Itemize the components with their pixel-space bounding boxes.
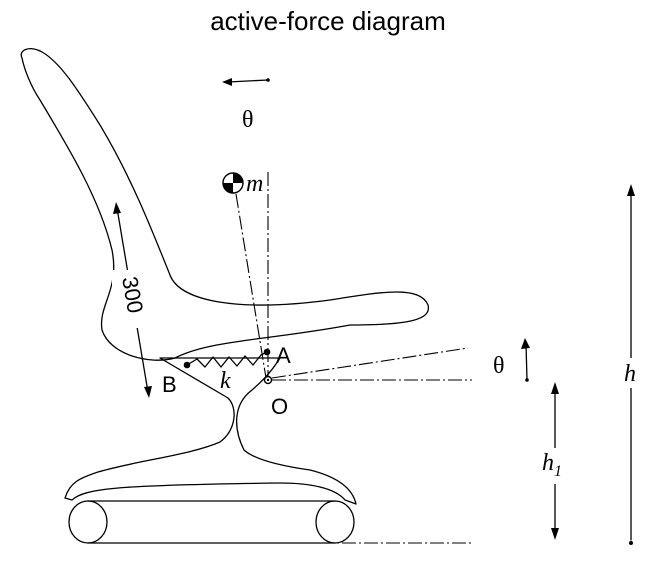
h1-arrowhead-top (551, 382, 559, 394)
chair-pedestal (64, 357, 357, 505)
dim-300-arrowhead-top (113, 202, 121, 214)
h-mask (620, 358, 644, 388)
theta-top-dot (266, 78, 270, 82)
h-bottom-dot (629, 541, 633, 545)
point-o-label: O (271, 394, 288, 419)
mass-label: m (246, 171, 263, 197)
h-label: h (624, 361, 636, 387)
h1-subscript: 1 (554, 463, 562, 480)
point-a-label: A (276, 343, 291, 368)
theta-right-label: θ (493, 353, 505, 379)
h1-label: h1 (542, 450, 562, 480)
theta-right-dot (525, 378, 529, 382)
spring-k (186, 351, 268, 368)
right-wheel (315, 500, 355, 544)
theta-top-label: θ (242, 107, 254, 133)
dim-300-mask (112, 270, 146, 328)
theta-right-arrow (525, 343, 528, 381)
tilted-reference-line (271, 347, 469, 379)
point-b-label: B (162, 372, 177, 397)
h1-arrowhead-bottom (551, 528, 559, 540)
spring-end-a (263, 348, 271, 356)
mass-pivot-line (235, 193, 267, 379)
diagram-title: active-force diagram (210, 6, 446, 36)
center-of-mass-icon (222, 172, 244, 194)
pivot-center (266, 378, 270, 382)
spring-label: k (220, 368, 231, 394)
left-wheel (68, 500, 108, 544)
h1-mask (538, 448, 574, 484)
theta-right-arrowhead (521, 338, 530, 349)
theta-top-arrowhead (222, 78, 232, 86)
h-arrowhead-top (627, 184, 635, 196)
spring-end-b (183, 361, 191, 369)
theta-top-arrow (227, 79, 269, 83)
dim-300-arrowhead-bottom (144, 386, 152, 398)
chair-seat-back (20, 48, 430, 361)
